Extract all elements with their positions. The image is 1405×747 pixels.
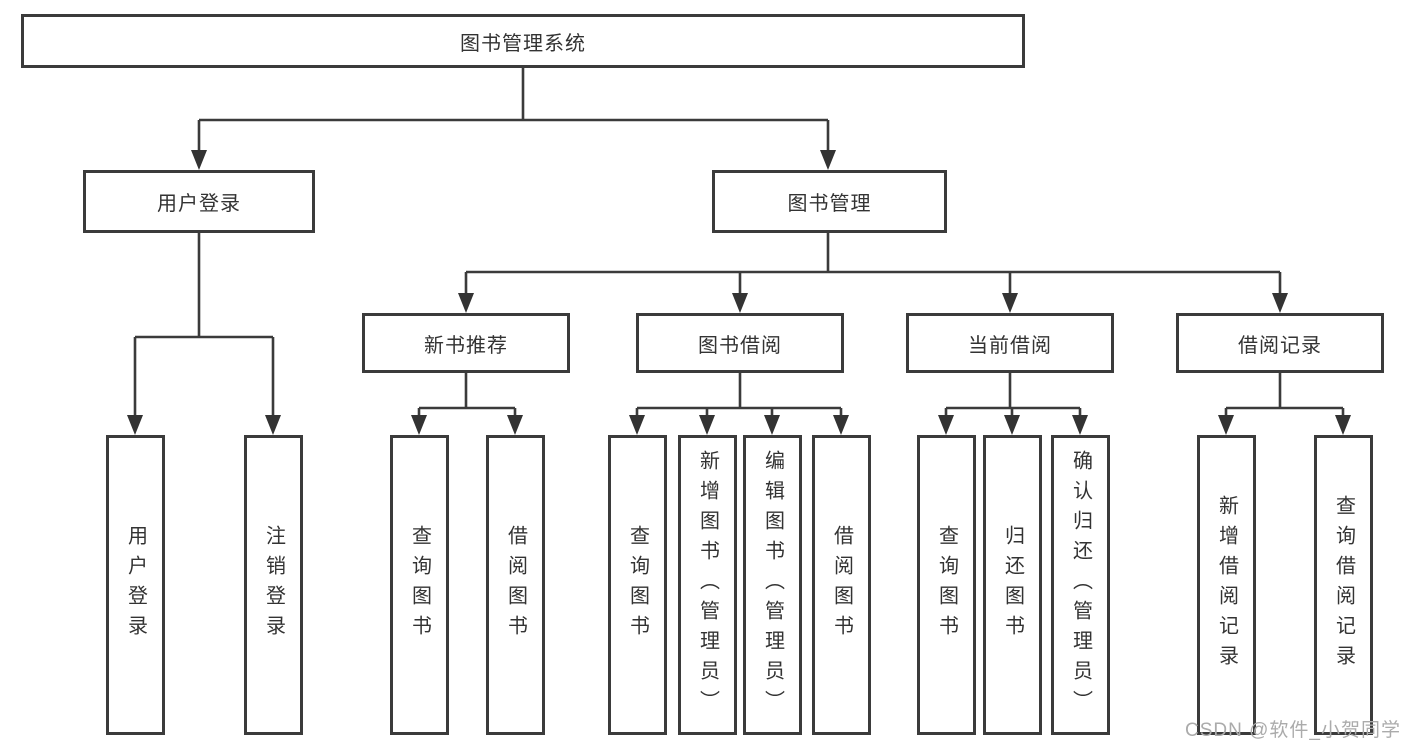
leaf-query-books-3: 查询图书	[917, 435, 976, 735]
node-book-management: 图书管理	[712, 170, 947, 233]
leaf-logout: 注销登录	[244, 435, 303, 735]
leaf-add-books-admin: 新增图书（管理员）	[678, 435, 737, 735]
node-book-borrowing: 图书借阅	[636, 313, 844, 373]
leaf-query-borrow-record: 查询借阅记录	[1314, 435, 1373, 735]
node-root-library-management-system: 图书管理系统	[21, 14, 1025, 68]
leaf-borrow-books-1: 借阅图书	[486, 435, 545, 735]
node-new-book-recommend: 新书推荐	[362, 313, 570, 373]
leaf-confirm-return-admin: 确认归还（管理员）	[1051, 435, 1110, 735]
leaf-return-books: 归还图书	[983, 435, 1042, 735]
leaf-edit-books-admin: 编辑图书（管理员）	[743, 435, 802, 735]
csdn-watermark: CSDN @软件_小贺同学	[1185, 720, 1401, 741]
leaf-add-borrow-record: 新增借阅记录	[1197, 435, 1256, 735]
leaf-query-books-2: 查询图书	[608, 435, 667, 735]
leaf-query-books-1: 查询图书	[390, 435, 449, 735]
node-current-borrowing: 当前借阅	[906, 313, 1114, 373]
node-borrowing-records: 借阅记录	[1176, 313, 1384, 373]
leaf-borrow-books-2: 借阅图书	[812, 435, 871, 735]
leaf-user-login: 用户登录	[106, 435, 165, 735]
node-user-login: 用户登录	[83, 170, 315, 233]
